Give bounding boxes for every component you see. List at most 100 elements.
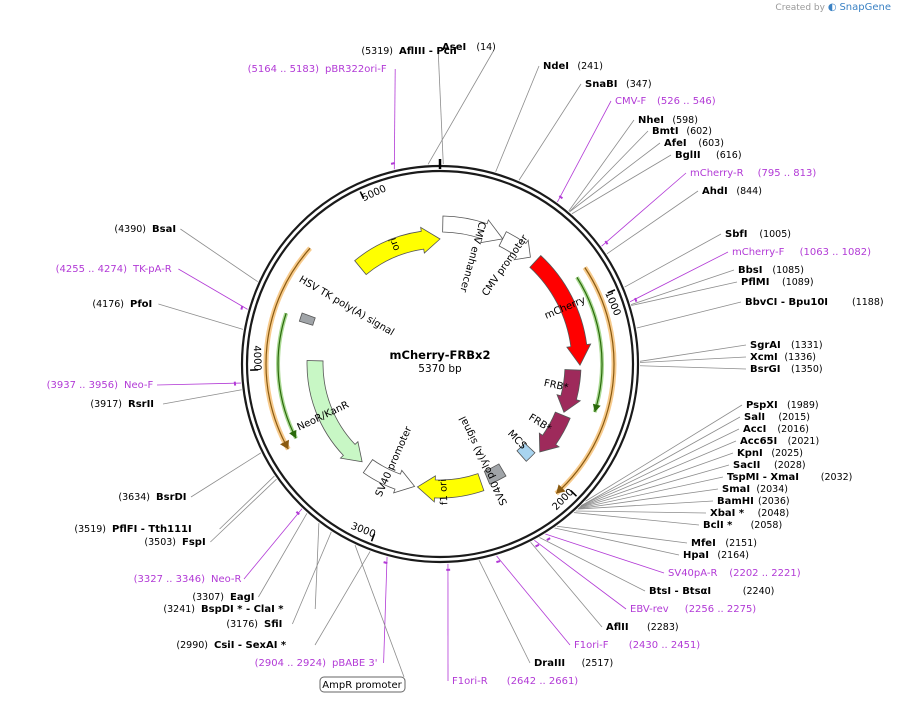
primer-neo-f-range: (3937 .. 3956) (47, 380, 119, 391)
enzyme-bsai: BsaI (152, 224, 176, 235)
enzyme-smai: SmaI (722, 484, 750, 495)
primer-f1ori-r: F1ori-R (452, 676, 488, 687)
enzyme-pflfi: PflFI - Tth111I (112, 524, 192, 535)
ruler-tick (370, 533, 376, 542)
primer-pbr322ori-f: pBR322ori-F (325, 64, 387, 75)
feature-cmv-enhancer (442, 215, 504, 244)
enzyme-bbsi-position: (1085) (772, 265, 804, 276)
feature-label-frb-1: FRB* (543, 378, 569, 394)
feature-frb- (538, 411, 571, 453)
leader-line (636, 301, 742, 329)
enzyme-rsrii: RsrII (128, 399, 154, 410)
enzyme-ahdi: AhdI (702, 186, 728, 197)
enzyme-mfei: MfeI (691, 538, 716, 549)
feature-sv40-promoter (362, 459, 416, 494)
primer-f1ori-f: F1ori-F (574, 640, 609, 651)
enzyme-acc65i: Acc65I (740, 436, 777, 447)
enzyme-sgrai: SgrAI (750, 340, 781, 351)
primer-binding-mark (535, 543, 540, 548)
leader-line (580, 440, 737, 507)
leader-line (571, 154, 672, 215)
orf-arrowhead-green (592, 403, 601, 413)
leader-line (292, 531, 332, 625)
primer-mcherry-r: mCherry-R (690, 168, 744, 179)
leader-line (578, 476, 724, 509)
leader-line (631, 281, 738, 306)
enzyme-bcli-: BclI * (703, 520, 733, 531)
leader-line (630, 269, 735, 306)
leader-line (624, 233, 722, 288)
primer-binding-mark (604, 240, 609, 245)
leader-line (314, 523, 320, 610)
enzyme-sbfi: SbfI (725, 229, 747, 240)
leader-line (601, 172, 687, 247)
leader-line (577, 488, 719, 510)
leader-line (210, 478, 277, 543)
enzyme-xcmi: XcmI (750, 352, 778, 363)
enzyme-bmti-position: (602) (686, 126, 712, 137)
enzyme-bbvci: BbvCI - Bpu10I (745, 297, 828, 308)
label-leader-lines (156, 46, 747, 682)
orf-arc-green-core (576, 276, 603, 413)
plasmid-name: mCherry-FRBx2 (390, 348, 491, 362)
enzyme-bbvci-position: (1188) (852, 297, 884, 308)
enzyme-eagi: EagI (230, 592, 254, 603)
enzyme-ahdi-position: (844) (736, 186, 762, 197)
leader-line (178, 268, 248, 310)
orf-arcs (263, 246, 617, 496)
feature-neor-kanr (306, 360, 363, 463)
enzyme-bamhi: BamHI (717, 496, 754, 507)
orf-arrowhead-green (289, 429, 297, 439)
leader-line (539, 537, 646, 592)
leader-line (639, 365, 747, 370)
leader-line (579, 452, 734, 508)
primer-cmv-f: CMV-F (615, 96, 646, 107)
leader-line (518, 83, 582, 181)
leader-line (606, 190, 699, 255)
enzyme-sfii-position: (3176) (226, 619, 258, 630)
ruler-tick (570, 490, 578, 497)
enzyme-bsrgi: BsrGI (750, 364, 780, 375)
enzyme-xbai--position: (2048) (758, 508, 790, 519)
credit-text: Created by ◐ SnapGene (775, 2, 891, 13)
enzyme-ndei-position: (241) (577, 61, 603, 72)
enzyme-hpai-position: (2164) (717, 550, 749, 561)
primer-f1ori-f-range: (2430 .. 2451) (629, 640, 701, 651)
enzyme-csii: CsiI - SexAI * (214, 640, 287, 651)
enzyme-bamhi-position: (2036) (758, 496, 790, 507)
leader-line (545, 533, 665, 574)
leader-line (569, 130, 649, 212)
primer-cmv-f-range: (526 .. 546) (657, 96, 716, 107)
credit-brand: SnapGene (839, 2, 891, 13)
leader-line (437, 46, 444, 165)
orf-arc-core (555, 267, 615, 494)
enzyme-snabi-position: (347) (626, 79, 652, 90)
enzyme-sacii-position: (2028) (774, 460, 806, 471)
leader-line (578, 464, 730, 509)
leader-line (427, 50, 494, 165)
enzyme-rsrii-position: (3917) (90, 399, 122, 410)
leader-line (158, 303, 244, 330)
enzyme-smai-position: (2034) (756, 484, 788, 495)
enzyme-asei-position: (14) (476, 42, 496, 53)
enzyme-draiii: DraIII (534, 658, 565, 669)
leader-line (639, 356, 747, 363)
enzyme-fspi: FspI (182, 537, 206, 548)
enzyme-pflmi: PflMI (741, 277, 769, 288)
feature-mcs (516, 442, 536, 462)
enzyme-bmti: BmtI (652, 126, 679, 137)
primer-tk-pa-r-range: (4255 .. 4274) (56, 264, 128, 275)
enzyme-afliii-position: (5319) (361, 46, 393, 57)
primer-binding-mark (240, 305, 244, 310)
enzyme-acci: AccI (743, 424, 766, 435)
enzyme-snabi: SnaBI (585, 79, 617, 90)
leader-line (180, 228, 258, 283)
ruler-tick (359, 191, 365, 200)
leader-line (585, 404, 743, 502)
enzyme-sacii: SacII (733, 460, 760, 471)
enzyme-eagi-position: (3307) (192, 592, 224, 603)
ruler-tick (607, 289, 616, 294)
leader-line (393, 68, 396, 170)
enzyme-tspmi-position: (2032) (821, 472, 853, 483)
